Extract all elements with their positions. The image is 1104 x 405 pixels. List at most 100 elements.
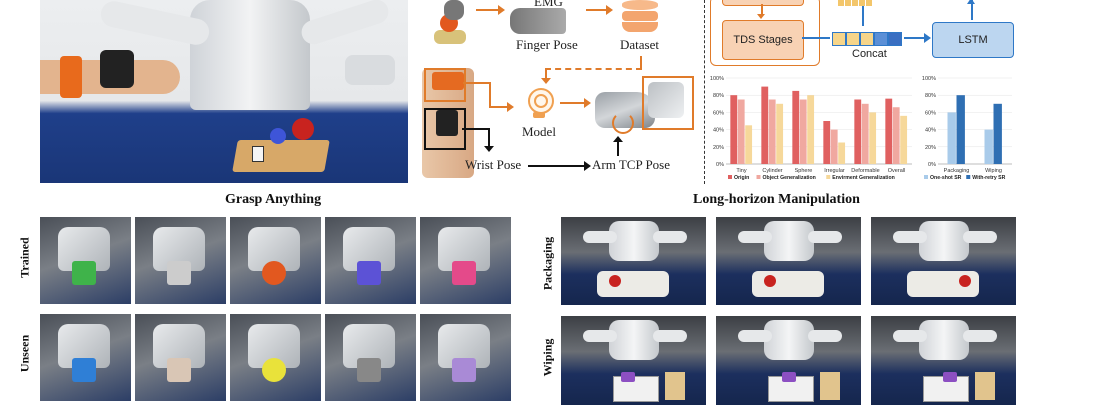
bar-object-generalization-deformable (861, 103, 869, 164)
robot-arm-right (653, 330, 687, 342)
y-tick-label: 20% (713, 145, 724, 151)
red-apple (764, 275, 776, 287)
legend-swatch (826, 175, 831, 179)
blue-duck (270, 128, 286, 144)
grasp-photo-trained-4 (325, 217, 416, 304)
legend-swatch (966, 175, 971, 179)
legend-swatch (756, 175, 761, 179)
bar-envirment-generalization-irregular (838, 142, 846, 164)
grasp-photo-trained-3 (230, 217, 321, 304)
bar-envirment-generalization-sphere (807, 95, 815, 164)
grasp-anything-title: Grasp Anything (225, 192, 322, 207)
bar-origin-overall (885, 98, 893, 164)
bar-object-generalization-overall (892, 107, 900, 164)
hand-highlight-box (642, 76, 694, 130)
humanoid-robot (609, 221, 659, 261)
packaging-tray (752, 271, 824, 297)
grasp-photo-unseen-5 (420, 314, 511, 401)
grasped-object (262, 358, 286, 382)
grasped-object (72, 261, 96, 285)
y-tick-label: 40% (925, 128, 936, 134)
concat-label: Concat (852, 48, 887, 60)
bar-object-generalization-sphere (799, 99, 807, 164)
section-divider (704, 0, 705, 184)
robot-arm-left (738, 231, 772, 243)
x-tick-label: Wiping (985, 168, 1002, 174)
robot-arm-left (893, 231, 927, 243)
robot-arm-right (653, 231, 687, 243)
y-tick-label: 60% (925, 110, 936, 116)
model-lightbulb-icon (522, 84, 556, 120)
longhorizon-photo-packaging-1 (561, 217, 706, 305)
legend-label: Envirment Generalization (832, 175, 895, 181)
tds-stages-label: TDS Stages (733, 34, 793, 46)
legend-label: With-retry SR (972, 175, 1005, 181)
arrow-to-dataset (586, 9, 608, 11)
y-tick-label: 0% (928, 162, 936, 168)
robot-arm-left (583, 231, 617, 243)
bar-origin-deformable (854, 99, 862, 164)
grasp-photo-unseen-4 (325, 314, 416, 401)
grasped-object (72, 358, 96, 382)
legend-label: Origin (734, 175, 749, 181)
purple-cloth (621, 372, 635, 382)
bar-envirment-generalization-tiny (745, 125, 753, 164)
concat-feature-squares (832, 32, 904, 46)
legend-label: Object Generalization (763, 175, 816, 181)
humanoid-robot (764, 221, 814, 261)
emg-highlight-box (424, 68, 466, 102)
bar-origin-irregular (823, 121, 831, 164)
purple-cloth (943, 372, 957, 382)
wiping-board (613, 376, 659, 402)
y-tick-label: 20% (925, 145, 936, 151)
longhorizon-photo-packaging-2 (716, 217, 861, 305)
rotation-arrow-icon (612, 112, 634, 134)
wrist-device (100, 50, 134, 88)
grasped-object (357, 261, 381, 285)
grasp-photo-unseen-1 (40, 314, 131, 401)
longhorizon-photo-wiping-1 (561, 316, 706, 405)
robot-hand-image (648, 82, 684, 118)
lstm-box[interactable]: LSTM (932, 22, 1014, 58)
emg-label: EMG (534, 0, 563, 9)
red-apple (292, 118, 314, 140)
x-tick-label: Cylinder (762, 168, 782, 174)
y-tick-label: 80% (713, 93, 724, 99)
packaging-tray (597, 271, 669, 297)
tds-stages-box[interactable]: TDS Stages (722, 20, 804, 60)
architecture-outer-frame (710, 0, 820, 66)
robot-arm-right (963, 330, 997, 342)
humanoid-robot (919, 320, 969, 360)
row-label-unseen: Unseen (17, 334, 32, 373)
wooden-block (820, 372, 840, 400)
wooden-block (975, 372, 995, 400)
red-apple (959, 275, 971, 287)
grasped-object (357, 358, 381, 382)
y-tick-label: 80% (925, 93, 936, 99)
arm-tcp-pose-label: Arm TCP Pose (592, 157, 671, 172)
bar-origin-tiny (730, 95, 738, 164)
bar-object-generalization-irregular (830, 129, 838, 164)
top-stage-box (722, 0, 804, 6)
wrist-pose-label: Wrist Pose (465, 157, 522, 172)
x-tick-label: Tiny (736, 168, 746, 174)
model-label: Model (522, 124, 556, 139)
robot-arm-left (583, 330, 617, 342)
bar-object-generalization-tiny (737, 99, 745, 164)
robot-arm-left (738, 330, 772, 342)
glove-hand-image (430, 0, 470, 50)
wooden-block (665, 372, 685, 400)
bar-one-shot-sr-packaging (947, 112, 956, 164)
humanoid-robot (764, 320, 814, 360)
humanoid-robot (919, 221, 969, 261)
y-tick-label: 40% (713, 128, 724, 134)
row-label-trained: Trained (17, 237, 32, 278)
bar-origin-cylinder (761, 86, 769, 164)
arrow-wrist-to-arm (528, 165, 586, 167)
database-icon (622, 0, 658, 34)
bar-envirment-generalization-overall (900, 115, 908, 164)
row-label-wiping: Wiping (540, 338, 555, 377)
grasped-object (167, 261, 191, 285)
bar-one-shot-sr-wiping (984, 129, 993, 164)
